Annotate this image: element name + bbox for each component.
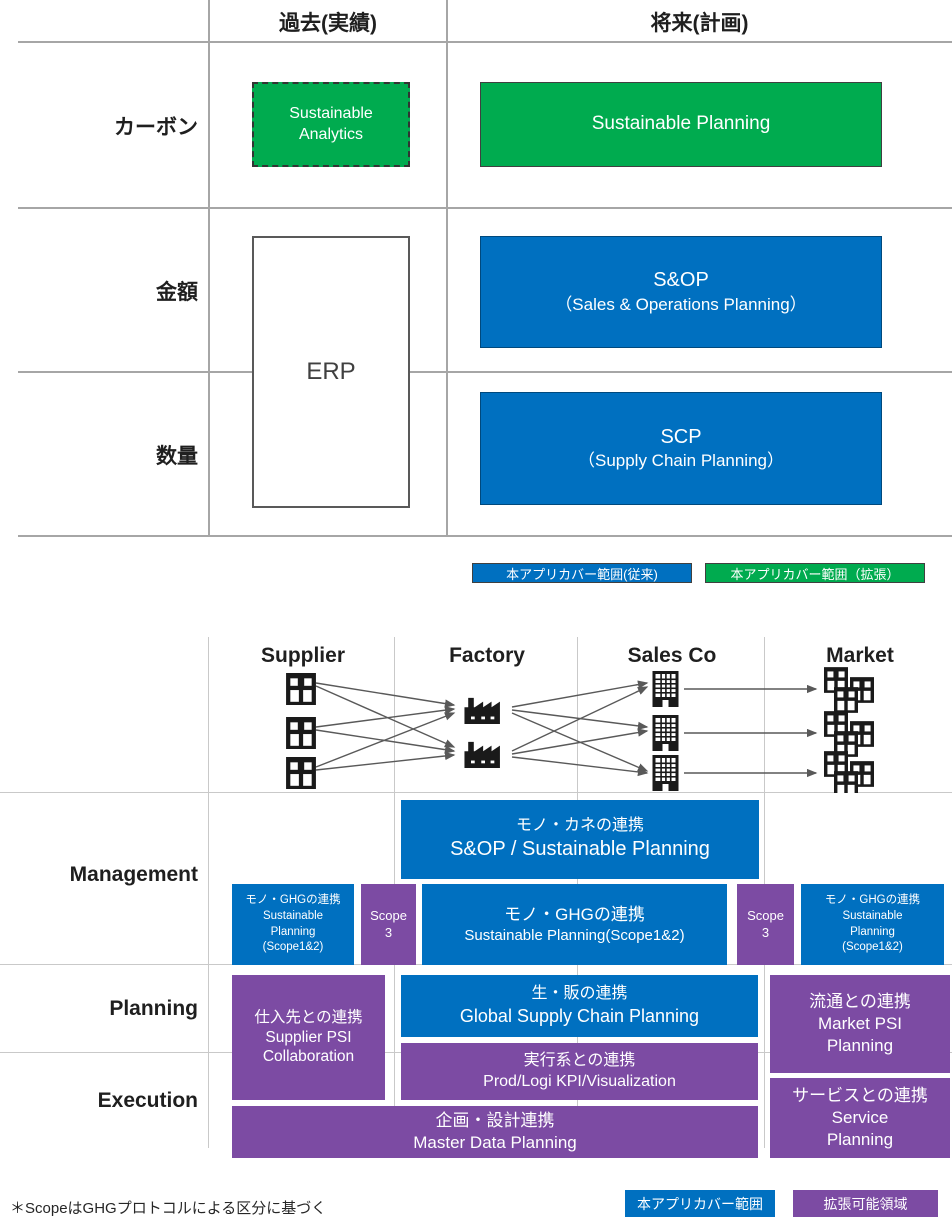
- ghg-left-line3: Planning: [270, 925, 316, 938]
- table-hline-3: [18, 371, 952, 373]
- scope3-right-line1: Scope: [747, 907, 784, 923]
- legend-expandable-area-label: 拡張可能領域: [823, 1195, 908, 1212]
- scope3-right-box: Scope 3: [737, 884, 794, 965]
- matrix-row-execution: Execution: [97, 1089, 198, 1112]
- supplier-psi-line1: 仕入先との連携: [254, 1008, 363, 1026]
- network-header-salesco: Sales Co: [627, 644, 717, 667]
- scope3-left-line2: 3: [384, 924, 393, 940]
- legend-covered-extended: 本アプリカバー範囲（拡張）: [705, 563, 925, 583]
- row-header-carbon: カーボン: [114, 116, 198, 139]
- scope3-left-box: Scope 3: [361, 884, 416, 965]
- table-hline-1: [18, 41, 952, 43]
- master-data-planning-box: 企画・設計連携 Master Data Planning: [232, 1106, 758, 1158]
- network-header-market: Market: [826, 644, 894, 667]
- sop-sustainable-planning-box: モノ・カネの連携 S&OP / Sustainable Planning: [401, 800, 759, 879]
- scp-line2: （Supply Chain Planning）: [577, 451, 784, 471]
- prod-logi-line2: Prod/Logi KPI/Visualization: [483, 1072, 676, 1090]
- service-planning-box: サービスとの連携 Service Planning: [770, 1078, 950, 1158]
- office-building-icon: [652, 671, 679, 791]
- legend-app-coverage-label: 本アプリカバー範囲: [637, 1195, 763, 1212]
- scp-line1: SCP: [660, 425, 702, 448]
- sop-line2: （Sales & Operations Planning）: [555, 294, 807, 314]
- ghg-center-line1: モノ・GHGの連携: [504, 905, 645, 925]
- supplier-psi-box: 仕入先との連携 Supplier PSI Collaboration: [232, 975, 385, 1100]
- matrix-row-planning: Planning: [109, 997, 198, 1020]
- legend-expandable-area: 拡張可能領域: [793, 1190, 938, 1217]
- global-scp-box: 生・販の連携 Global Supply Chain Planning: [401, 975, 758, 1037]
- erp-label: ERP: [306, 357, 356, 385]
- service-line2: Service: [831, 1108, 889, 1128]
- prod-logi-kpi-box: 実行系との連携 Prod/Logi KPI/Visualization: [401, 1043, 758, 1100]
- sustainable-analytics-line1: Sustainable: [289, 105, 373, 123]
- row-header-quantity: 数量: [156, 445, 198, 468]
- factory-to-salesco-arrows: [511, 680, 649, 777]
- service-line1: サービスとの連携: [792, 1086, 928, 1106]
- ghg-left-line1: モノ・GHGの連携: [245, 894, 341, 907]
- ghg-left-line2: Sustainable: [262, 909, 324, 922]
- master-data-line2: Master Data Planning: [413, 1133, 577, 1152]
- buildings-cluster-icon: [824, 667, 874, 793]
- sustainable-analytics-box: Sustainable Analytics: [252, 82, 410, 167]
- sop-sp-line1: モノ・カネの連携: [515, 817, 644, 835]
- sop-box: S&OP （Sales & Operations Planning）: [480, 236, 882, 348]
- table-hline-4: [18, 535, 952, 537]
- store-building-icon: [286, 673, 316, 789]
- supplier-to-factory-arrows: [315, 682, 456, 771]
- diagram-vline-1: [208, 637, 209, 1148]
- diagram-hline-1: [0, 792, 952, 793]
- scope-footnote: ＊ScopeはGHGプロトコルによる区分に基づく: [10, 1200, 327, 1217]
- factory-icon: [464, 697, 500, 768]
- supply-chain-network: [286, 667, 874, 793]
- ghg-right-line3: Planning: [850, 925, 895, 938]
- sop-line1: S&OP: [653, 269, 709, 292]
- service-line3: Planning: [826, 1129, 894, 1149]
- ghg-link-right-box: モノ・GHGの連携 Sustainable Planning (Scope1&2…: [801, 884, 944, 965]
- network-header-factory: Factory: [449, 644, 525, 667]
- ghg-center-line2: Sustainable Planning(Scope1&2): [464, 926, 685, 944]
- supplier-psi-line2: Supplier PSI: [265, 1028, 352, 1046]
- prod-logi-line1: 実行系との連携: [523, 1052, 636, 1070]
- legend-covered-conventional-label: 本アプリカバー範囲(従来): [506, 566, 658, 582]
- gscp-line2: Global Supply Chain Planning: [459, 1005, 700, 1026]
- table-vline-2: [446, 0, 448, 536]
- master-data-line1: 企画・設計連携: [435, 1111, 555, 1131]
- ghg-link-left-box: モノ・GHGの連携 Sustainable Planning (Scope1&2…: [232, 884, 354, 965]
- legend-covered-conventional: 本アプリカバー範囲(従来): [472, 563, 692, 583]
- market-psi-line2: Market PSI: [817, 1014, 903, 1034]
- ghg-right-line2: Sustainable: [842, 909, 903, 922]
- table-vline-1: [208, 0, 210, 536]
- legend-covered-extended-label: 本アプリカバー範囲（拡張）: [730, 566, 900, 582]
- scp-box: SCP （Supply Chain Planning）: [480, 392, 882, 505]
- sustainable-planning-box: Sustainable Planning: [480, 82, 882, 167]
- scope3-right-line2: 3: [761, 924, 770, 940]
- table-hline-2: [18, 207, 952, 209]
- col-header-past: 過去(実績): [279, 12, 377, 35]
- gscp-line1: 生・販の連携: [531, 985, 628, 1003]
- market-psi-box: 流通との連携 Market PSI Planning: [770, 975, 950, 1073]
- supplier-psi-line3: Collaboration: [262, 1048, 355, 1066]
- ghg-left-line4: (Scope1&2): [262, 941, 324, 954]
- col-header-future: 将来(計画): [650, 12, 749, 35]
- legend-app-coverage: 本アプリカバー範囲: [625, 1190, 775, 1217]
- row-header-amount: 金額: [156, 281, 198, 304]
- scope3-left-line1: Scope: [370, 907, 407, 923]
- erp-box: ERP: [252, 236, 410, 508]
- ghg-right-line4: (Scope1&2): [842, 941, 903, 954]
- ghg-right-line1: モノ・GHGの連携: [824, 894, 921, 907]
- matrix-row-management: Management: [69, 863, 198, 886]
- sustainable-planning-label: Sustainable Planning: [591, 113, 771, 135]
- sop-sp-line2: S&OP / Sustainable Planning: [450, 837, 710, 860]
- salesco-to-market-arrows: [684, 684, 818, 778]
- market-psi-line3: Planning: [826, 1035, 894, 1055]
- network-header-supplier: Supplier: [260, 644, 345, 667]
- market-psi-line1: 流通との連携: [809, 992, 911, 1012]
- sustainable-analytics-line2: Analytics: [298, 125, 364, 143]
- ghg-link-center-box: モノ・GHGの連携 Sustainable Planning(Scope1&2): [422, 884, 727, 965]
